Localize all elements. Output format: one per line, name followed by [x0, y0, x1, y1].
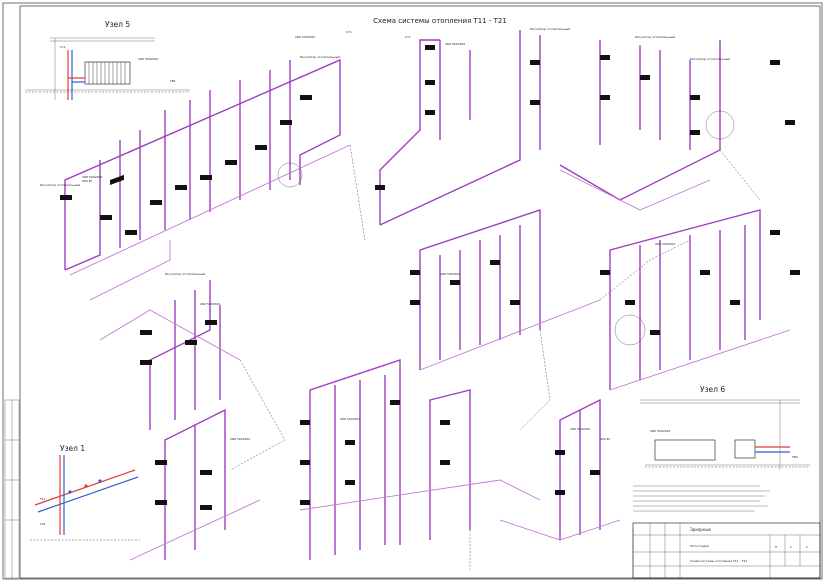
node6-title: Узел 6 — [700, 385, 725, 394]
radiator-labels: 2RZ 500x500 900 Вт Регулятор отопительны… — [40, 27, 730, 441]
regulator-label-6: Регулятор отопительный — [165, 272, 205, 276]
node1-title: Узел 1 — [60, 444, 85, 453]
notes-block — [633, 485, 770, 512]
regulator-label-2: Регулятор отопительный — [300, 55, 340, 59]
radiator-label-4: 2RZ 500x500 — [440, 272, 460, 276]
radiator-label-1: 2RZ 500x500 — [82, 175, 102, 179]
node5-detail: Узел 5 Ст1 2RZ 500x500 ТВ1 — [25, 20, 190, 100]
stamp-sheet-name: Схема системы отопления Т11 - Т21 — [690, 559, 747, 563]
stamp-sheet-num: 1 — [790, 545, 792, 549]
svg-text:ТВ1: ТВ1 — [169, 79, 176, 83]
stamp-left-columns — [632, 523, 666, 578]
radiator-label-3: 2RZ 500x500 — [445, 42, 465, 46]
node5-title: Узел 5 — [105, 20, 130, 29]
radiator-label-9: 2RZ 500x500 — [570, 427, 590, 431]
radiator-label-5: 2RZ 500x500 — [655, 242, 675, 246]
radiator-label-6: 2RZ 500x500 — [200, 302, 220, 306]
svg-text:Ст1: Ст1 — [60, 45, 66, 49]
radiator-label-8: 2RZ 500x500 — [340, 417, 360, 421]
title-block: Эркерные Фотостудия Схема системы отопле… — [632, 522, 821, 579]
regulator-label-3: Регулятор отопительный — [530, 27, 570, 31]
radiators — [60, 45, 800, 510]
inner-frame — [19, 5, 821, 579]
stamp-object: Фотостудия — [690, 544, 709, 548]
node6-detail: Узел 6 2RZ 500x500 ТВ2 — [640, 385, 810, 470]
svg-text:Т21: Т21 — [39, 522, 46, 526]
pipe-network — [64, 30, 791, 570]
regulator-label-4: Регулятор отопительный — [635, 35, 675, 39]
svg-text:2RZ 500x500: 2RZ 500x500 — [138, 57, 158, 61]
svg-text:ТВ2: ТВ2 — [791, 455, 798, 459]
regulator-label-1: Регулятор отопительный — [40, 183, 80, 187]
sheet-title: Схема системы отопления Т11 - Т21 — [373, 17, 507, 25]
svg-text:2RZ 500x500: 2RZ 500x500 — [650, 429, 670, 433]
stamp-sheets-total: 1 — [806, 545, 808, 549]
stamp-top-label: Эркерные — [690, 527, 712, 532]
radiator-label-7: 2RZ 500x500 — [230, 437, 250, 441]
stamp-stage: П — [775, 545, 777, 549]
svg-text:Т11: Т11 — [39, 497, 46, 501]
left-margin-stamp — [4, 399, 20, 579]
regulator-label-5: Регулятор отопительный — [690, 57, 730, 61]
detail-circles — [277, 110, 735, 346]
radiator-power-9: 900 Вт — [600, 437, 611, 441]
radiator-power-1: 900 Вт — [82, 179, 93, 183]
radiator-label-2: 2RZ 500x500 — [295, 35, 315, 39]
riser-label-1: Ст1 — [346, 30, 352, 34]
node1-detail: Узел 1 Т11 Т21 — [30, 444, 140, 541]
riser-label-2: Ст1 — [405, 35, 411, 39]
